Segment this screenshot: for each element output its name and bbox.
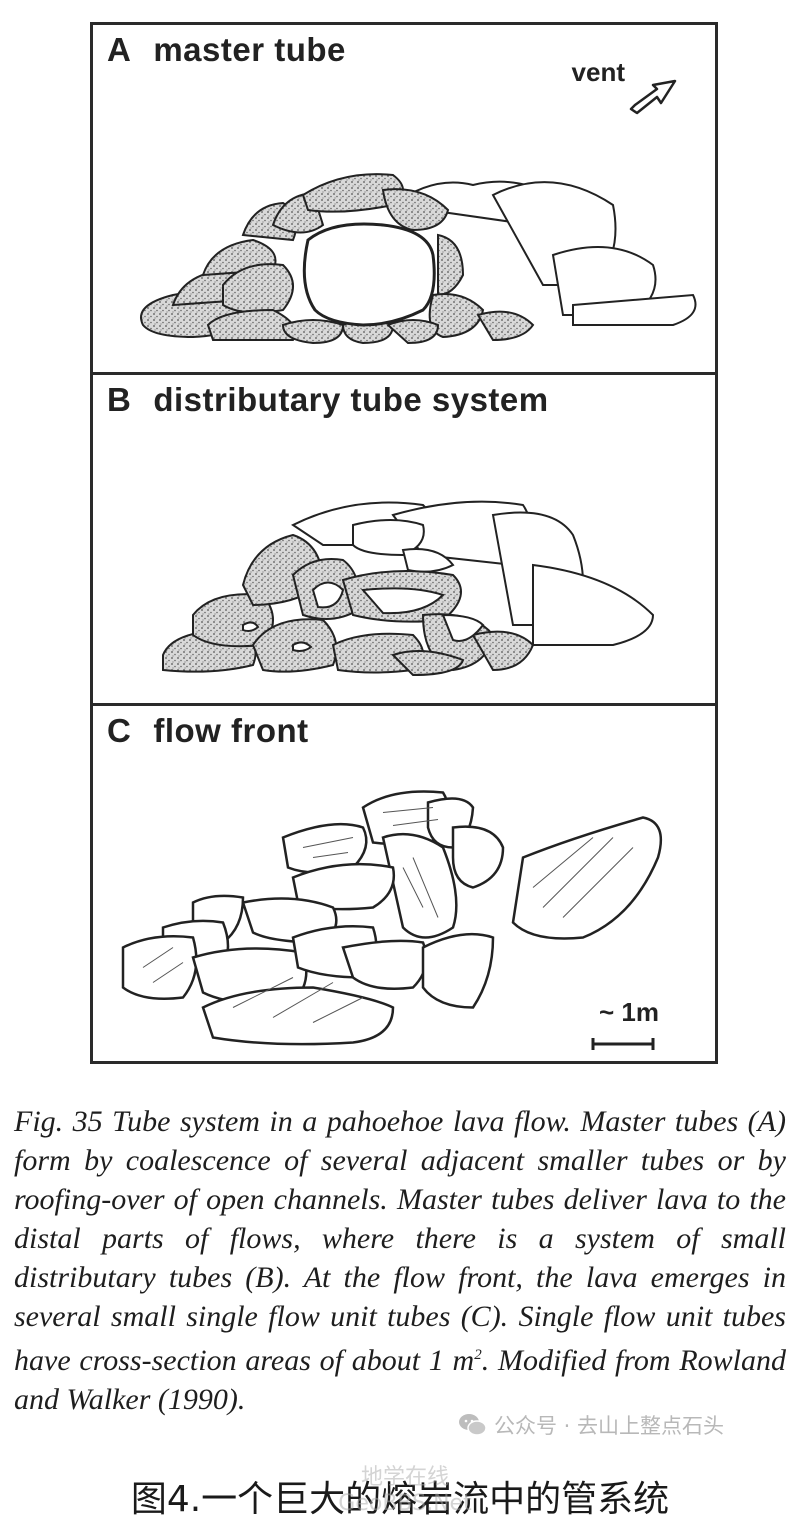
figure-caption-zh: 图4.一个巨大的熔岩流中的管系统: [130, 1479, 670, 1520]
flow-front-illustration: [121, 790, 663, 1046]
caption-superscript: 2: [474, 1347, 482, 1363]
figure-caption-en: Fig. 35 Tube system in a pahoehoe lava f…: [14, 1102, 786, 1419]
watermark-text: 公众号 · 去山上整点石头: [494, 1414, 725, 1438]
panel-title: flow front: [153, 712, 309, 749]
panel-title: master tube: [153, 31, 346, 68]
watermark-overlay-line1: 地学在线: [360, 1465, 449, 1490]
master-tube-opening: [302, 222, 436, 327]
lobe-right-3: [572, 293, 697, 326]
caption-text: Fig. 35 Tube system in a pahoehoe lava f…: [14, 1105, 786, 1377]
wechat-icon: [459, 1414, 487, 1436]
watermark: 公众号 · 去山上整点石头: [458, 1410, 724, 1440]
watermark-overlay: 地学在线 GeoBBS.Net: [330, 1465, 480, 1517]
scale-label: ~ 1m: [599, 997, 659, 1027]
panel-letter: A: [107, 31, 132, 68]
panel-title: distributary tube system: [153, 381, 549, 418]
watermark-overlay-line2: GeoBBS.Net: [338, 1491, 472, 1516]
vent-arrow-icon: [629, 79, 677, 115]
panel-letter: C: [107, 712, 132, 749]
master-tube-illustration: [140, 173, 697, 345]
scale-bar: [591, 1038, 655, 1050]
distributary-tube-illustration: [162, 500, 655, 677]
vent-label: vent: [571, 57, 625, 87]
panel-letter: B: [107, 381, 132, 418]
caption-text-end: . Modified from Rowland and Walker (1990…: [14, 1344, 786, 1416]
